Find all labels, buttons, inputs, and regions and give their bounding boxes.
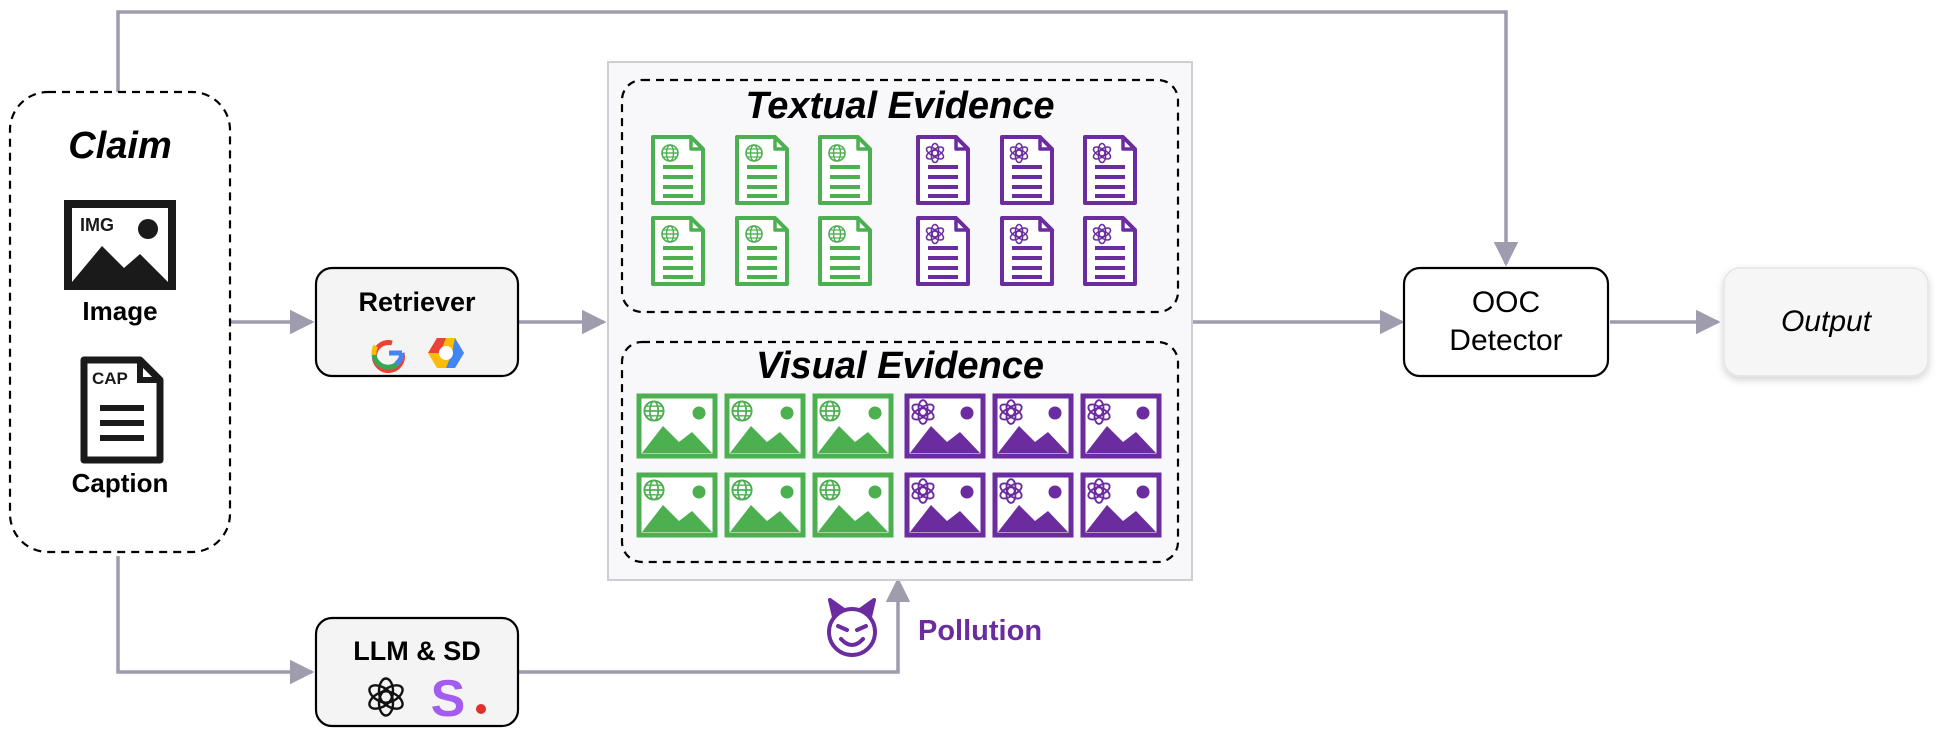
ai-document-icon — [1085, 137, 1135, 203]
web-image-icon — [815, 396, 891, 456]
pollution-label: Pollution — [918, 615, 1042, 647]
claim-title: Claim — [68, 125, 171, 167]
visual-evidence-group: Visual Evidence — [620, 340, 1180, 564]
ai-document-icon — [918, 137, 968, 203]
llm-sd-label: LLM & SD — [353, 636, 481, 666]
connectors — [116, 10, 1721, 685]
stability-icon: S — [431, 670, 486, 728]
ai-document-icon — [918, 218, 968, 284]
ooc-detector-box: OOC Detector — [1402, 266, 1610, 378]
web-image-icon — [639, 396, 715, 456]
ai-document-icon — [1085, 218, 1135, 284]
devil-face-icon — [827, 598, 877, 657]
image-icon: IMG — [64, 200, 176, 290]
ai-document-icon — [1002, 137, 1052, 203]
web-image-icon — [727, 475, 803, 535]
web-document-icon — [737, 137, 787, 203]
web-document-icon — [820, 137, 870, 203]
web-document-icon — [653, 218, 703, 284]
retriever-label: Retriever — [358, 287, 476, 317]
retriever-box: Retriever — [314, 266, 520, 378]
visual-evidence-title: Visual Evidence — [756, 345, 1044, 387]
evidence-panel: Textual Evidence Visual Evidence — [607, 61, 1193, 581]
ai-image-icon — [995, 396, 1071, 456]
detector-line2: Detector — [1449, 324, 1562, 357]
pollution-marker: Pollution — [827, 598, 1042, 657]
ai-document-icon — [1002, 218, 1052, 284]
detector-line1: OOC — [1472, 286, 1540, 319]
output-label: Output — [1781, 305, 1873, 338]
caption-icon: CAP — [80, 356, 164, 464]
claim-box: Claim IMG Image CAP Caption — [8, 90, 232, 554]
ai-image-icon — [1083, 475, 1159, 535]
web-document-icon — [653, 137, 703, 203]
web-document-icon — [737, 218, 787, 284]
textual-evidence-group: Textual Evidence — [620, 78, 1180, 314]
ai-image-icon — [1083, 396, 1159, 456]
caption-badge: CAP — [92, 369, 128, 388]
llm-sd-box: LLM & SD S — [314, 616, 520, 728]
web-image-icon — [639, 475, 715, 535]
google-icon — [371, 340, 405, 373]
output-box: Output — [1723, 267, 1929, 377]
ai-image-icon — [907, 475, 983, 535]
llm-to-evidence-pollution-arrow — [518, 577, 911, 674]
svg-text:S: S — [431, 670, 466, 728]
google-cloud-icon — [428, 338, 464, 368]
web-image-icon — [727, 396, 803, 456]
ai-image-icon — [995, 475, 1071, 535]
ai-image-icon — [907, 396, 983, 456]
web-image-icon — [815, 475, 891, 535]
image-label: Image — [82, 296, 157, 326]
image-badge: IMG — [80, 215, 114, 235]
textual-evidence-title: Textual Evidence — [745, 85, 1054, 127]
openai-icon — [368, 677, 404, 717]
web-document-icon — [820, 218, 870, 284]
caption-label: Caption — [72, 468, 169, 498]
claim-to-detector-arrow — [116, 10, 1519, 267]
claim-to-llm-arrow — [116, 556, 315, 685]
